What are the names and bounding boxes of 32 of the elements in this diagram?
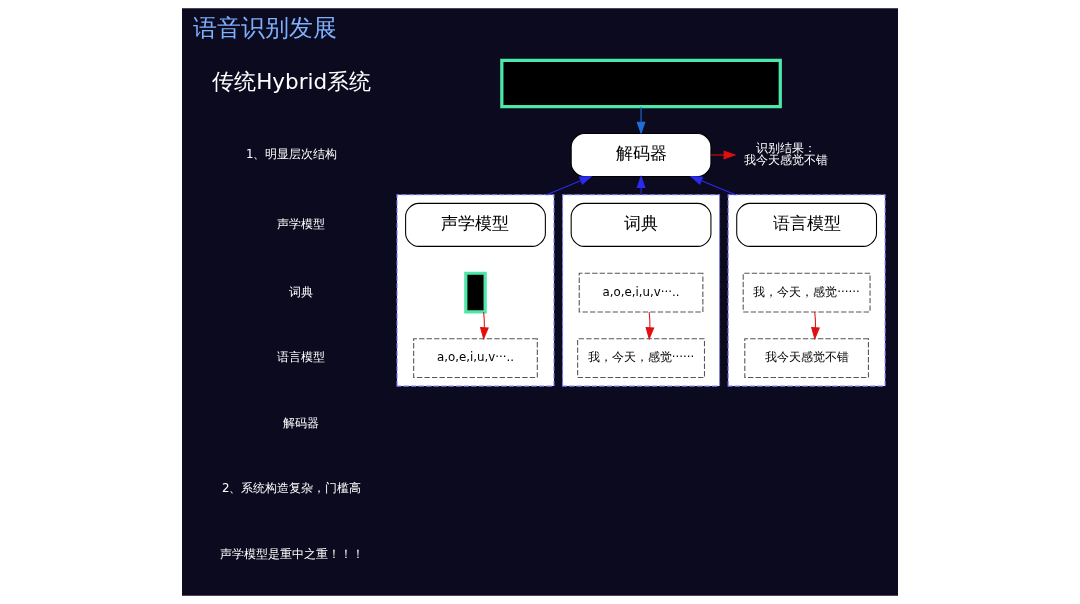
node-box	[464, 271, 487, 314]
arrow	[710, 150, 737, 160]
label: 声学模型	[277, 216, 326, 231]
label: 传统Hybrid系统	[212, 68, 372, 94]
label: 词典	[289, 284, 314, 299]
arrow	[636, 106, 646, 135]
arrow	[811, 311, 820, 341]
node-box: 词典	[570, 202, 712, 247]
label: 声学模型是重中之重！！！	[219, 546, 364, 561]
arrow	[545, 175, 593, 196]
label: 1、明显层次结构	[245, 146, 338, 161]
node-box	[500, 58, 782, 109]
label: 语言模型	[277, 350, 326, 365]
label: 2、系统构造复杂，门槛高	[221, 481, 362, 496]
node-box: a,o,e,i,u,v···..	[578, 272, 704, 313]
node-box: 我，今天，感觉······	[577, 338, 706, 379]
node-box: 语言模型	[736, 202, 878, 247]
arrow	[636, 175, 646, 196]
node-text: 识别结果： 我今天感觉不错	[744, 140, 829, 168]
label: 解码器	[283, 415, 320, 430]
node-box: 我今天感觉不错	[744, 338, 869, 379]
cluster	[727, 194, 886, 387]
node-box: 解码器	[570, 132, 712, 177]
arrow	[479, 311, 489, 341]
diagram-title: 语音识别发展	[193, 13, 338, 42]
cluster	[562, 194, 721, 387]
node-box: a,o,e,i,u,v···..	[413, 338, 538, 379]
cluster	[396, 194, 555, 387]
arrow	[689, 175, 737, 196]
node-box: 我，今天，感觉······	[742, 272, 871, 313]
node-box: 声学模型	[405, 202, 546, 247]
arrow	[645, 311, 655, 341]
